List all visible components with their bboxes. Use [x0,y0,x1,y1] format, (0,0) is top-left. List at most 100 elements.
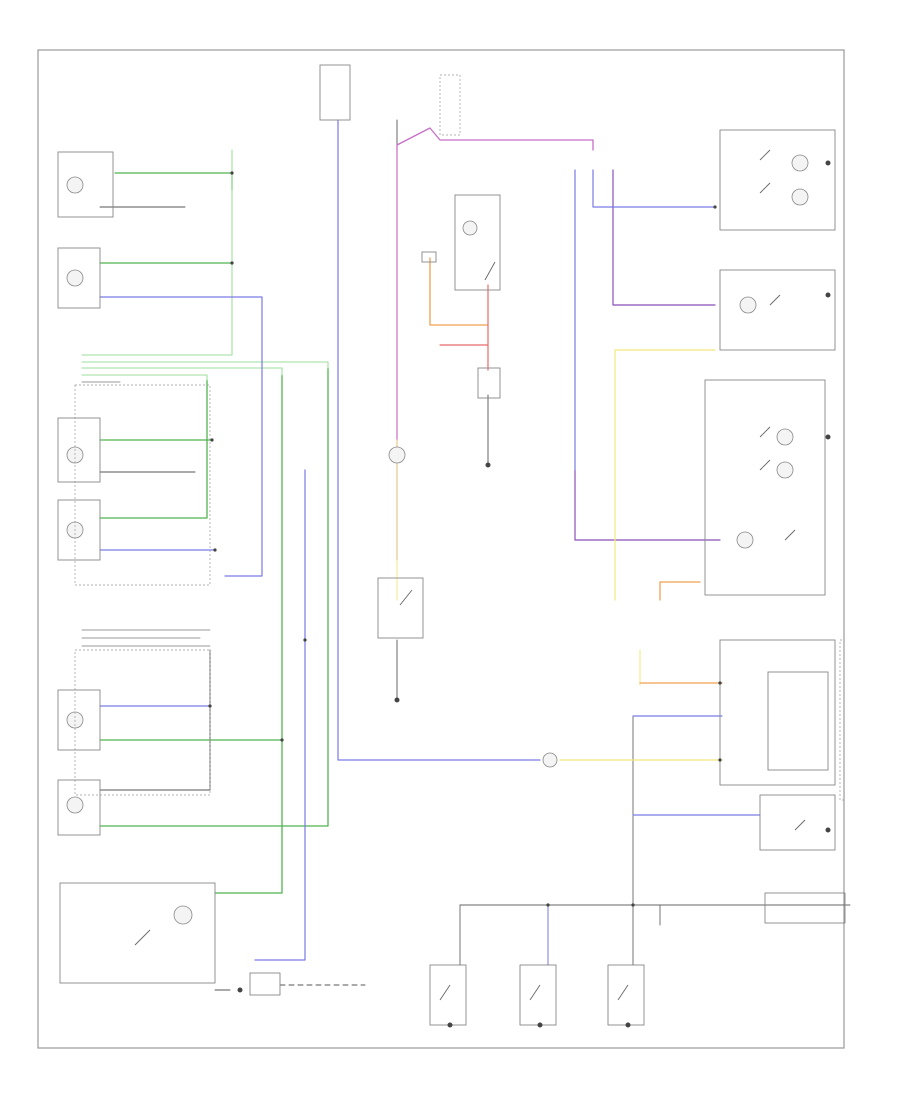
wire-green-7 [214,739,283,894]
wire-blue-6 [592,169,716,208]
ground-dot-8 [825,434,831,440]
lamp-box-3 [57,417,101,483]
switch-slash-6 [759,149,771,161]
ground-dot-3 [447,1022,453,1028]
right-panel-1 [719,129,836,231]
relay-box-2 [477,367,501,399]
wire-green-5 [99,374,283,741]
wire-orange-1 [659,581,701,601]
wire-blue-1 [99,296,263,577]
lamp-bulb-7 [173,905,193,925]
right-bulb-1 [791,154,809,172]
junction-6 [280,738,284,742]
wire-orange-3 [429,257,489,326]
junction-3 [210,438,214,442]
lamp-box-5 [57,689,101,751]
switch-symbols [134,149,806,1001]
ground-dot-6 [825,160,831,166]
lamp-box-1 [57,151,114,218]
switch-slash-2 [399,589,413,606]
group-outline-1 [74,384,211,586]
wire-yellow-1 [614,349,716,601]
wire-lgreen-4 [81,374,208,381]
junction-2 [230,261,234,265]
component-group [57,64,846,1026]
ground-dot-10 [237,987,243,993]
ground-dot-5 [625,1022,631,1028]
lamp-box-6 [57,779,101,836]
wire-green-1 [114,172,233,191]
group-outline-2 [74,649,211,796]
bottom-switch-1 [429,964,467,1026]
junction-1 [230,171,234,175]
connector-1 [421,251,437,263]
junction-8 [713,205,717,209]
switch-slash-1 [484,261,496,281]
wire-lgreen-2 [81,361,329,369]
bottom-switch-3 [607,964,645,1026]
wire-blue-5 [337,119,541,761]
right-bulb-5 [776,461,794,479]
switch-slash-12 [794,819,806,831]
right-module [767,671,829,771]
wire-lgreen-1 [81,149,233,356]
ground-dot-1 [485,462,491,468]
junction-dots [208,171,722,907]
wire-green-4 [99,379,208,519]
ground-dot-4 [537,1022,543,1028]
fuse-box [249,972,281,996]
right-bulb-4 [776,428,794,446]
ground-dot-2 [394,697,400,703]
junction-9 [718,681,722,685]
relay-box-1 [454,194,501,291]
right-bulb-3 [739,296,757,314]
wire-blue-4 [254,469,306,961]
switch-slash-11 [784,529,796,541]
junction-7 [303,638,307,642]
switch-slash-4 [529,984,541,1001]
wire-magenta-1 [396,127,594,151]
right-panel-3 [704,379,826,596]
wire-black-3 [99,649,211,791]
lamp-bulb-2 [66,269,84,287]
right-panel-4 [719,639,836,786]
wire-purple-1 [612,169,716,306]
diagram-frame [37,49,845,1049]
switch-slash-8 [769,294,781,306]
relay-bulb-1 [462,220,478,236]
relay-bulb-2 [388,446,406,464]
switch-slash-10 [759,459,771,471]
bottom-right-box [764,892,846,924]
wire-group [81,119,851,991]
switch-slash-13 [134,929,151,946]
wire-lgreen-3 [81,367,283,376]
switch-slash-7 [759,182,771,194]
junction-11 [631,903,635,907]
junction-5 [208,704,212,708]
lamp-box-7 [59,882,216,984]
connector-top-2 [439,74,461,136]
switch-slash-5 [617,984,629,1001]
right-panel-2 [719,269,836,351]
junction-4 [213,548,217,552]
ground-dot-7 [825,292,831,298]
switch-slash-3 [439,984,451,1001]
bottom-switch-2 [519,964,557,1026]
right-panel-5 [759,794,836,851]
lamp-bulb-6 [66,796,84,814]
wire-purple-2 [574,469,721,541]
wire-green-6 [99,367,329,827]
right-panel-6 [839,639,845,801]
switch-slash-9 [759,426,771,438]
junction-12 [546,903,550,907]
lamp-bulb-1 [66,176,84,194]
ground-symbols [237,160,831,1028]
ground-connector [542,752,558,768]
relay-box-3 [377,577,424,639]
right-bulb-2 [791,188,809,206]
ground-dot-9 [825,827,831,833]
junction-10 [718,758,722,762]
lamp-box-2 [57,247,101,309]
lamp-box-4 [57,499,101,561]
